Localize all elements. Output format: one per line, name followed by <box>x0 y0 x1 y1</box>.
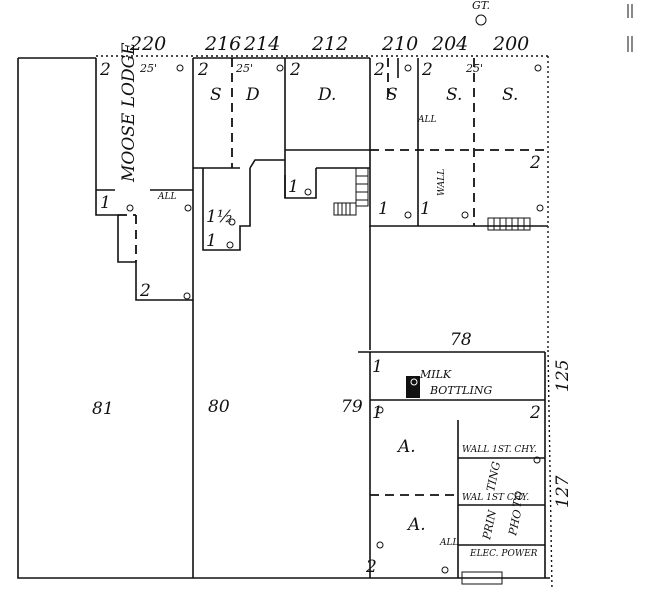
code-d-214: D <box>245 85 260 105</box>
code-s-204: S. <box>446 85 462 105</box>
address-216: 216 <box>204 33 241 55</box>
dim-204: 25' <box>465 62 483 75</box>
stories-204: 2 <box>421 60 433 80</box>
lot-79: 79 <box>341 397 363 417</box>
stories-milk: 1 <box>372 357 383 377</box>
stories-212-rear: 1 <box>288 177 299 197</box>
address-214: 214 <box>243 33 280 55</box>
lot-numbers: 81 80 79 78 125 127 <box>92 330 573 508</box>
elec-power-label: ELEC. POWER <box>469 549 538 559</box>
code-s-210: S <box>386 85 398 105</box>
code-d-212: D. <box>317 85 336 105</box>
lot-78: 78 <box>450 330 472 350</box>
address-212: 212 <box>311 33 348 55</box>
stories-216-rear: 1 <box>206 231 217 251</box>
wall-chimney-label-2: WAL 1ST CHY. <box>462 493 529 503</box>
stories-216-half: 1½ <box>206 207 233 227</box>
wall-label: WALL <box>437 169 447 196</box>
loading-dock <box>487 217 531 231</box>
address-210: 210 <box>381 33 418 55</box>
edge-ticks <box>627 4 633 52</box>
stories-a-upper: 1 <box>372 403 383 423</box>
lot-lines <box>192 226 371 578</box>
code-s-216: S <box>210 85 222 105</box>
story-counts: 2 2 2 2 2 2 2 1 1 2 2 1 1 1½ 1 1 1 25' 2… <box>99 60 541 577</box>
lot-80: 80 <box>208 397 230 417</box>
stories-204-rear: 1 <box>420 199 431 219</box>
photo-label-b: TO <box>510 490 526 509</box>
code-a-lower: A. <box>406 515 426 535</box>
dim-220: 25' <box>139 62 157 75</box>
printing-label-a: PRIN <box>480 509 499 542</box>
block-outline <box>17 55 553 591</box>
street-numbers: 220 216 214 212 210 204 200 <box>129 33 529 55</box>
gt-marker: GT. <box>472 0 490 26</box>
stories-200-rear: 2 <box>529 153 541 173</box>
occupancy-codes: S D D. S S. S. A. A. ALL ALL ALL <box>157 85 518 548</box>
photo-label-a: PHO <box>506 508 524 537</box>
milk-label: MILK <box>419 368 452 381</box>
code-all-moose: ALL <box>157 192 176 202</box>
stories-moose-rear: 2 <box>139 281 151 301</box>
stair-symbol <box>333 167 369 216</box>
moose-lodge-label: MOOSE LODGE <box>119 42 139 183</box>
stories-moose-side: 1 <box>100 193 111 213</box>
lot-127: 127 <box>553 475 573 508</box>
wall-chimney-label: WALL 1ST. CHY. <box>462 445 537 455</box>
address-220: 220 <box>129 33 166 55</box>
stories-a-lower: 2 <box>365 557 377 577</box>
code-s-200: S. <box>502 85 518 105</box>
dim-214: 25' <box>235 62 253 75</box>
buildings-210-200 <box>369 58 548 231</box>
printing-label-b: TING <box>484 460 503 492</box>
gt-label: GT. <box>472 0 490 12</box>
stories-a-right: 2 <box>529 403 541 423</box>
code-a-upper: A. <box>396 437 416 457</box>
lot-125: 125 <box>553 360 573 392</box>
stories-210: 2 <box>373 60 385 80</box>
address-204: 204 <box>431 33 468 55</box>
stories-216: 2 <box>197 60 209 80</box>
code-all-a: ALL <box>439 538 458 548</box>
address-200: 200 <box>492 33 529 55</box>
stories-220: 2 <box>99 60 111 80</box>
moose-lodge-building <box>95 58 194 301</box>
milk-bottling-building <box>358 351 546 585</box>
lot-81: 81 <box>92 399 114 419</box>
building-labels: MOOSE LODGE MILK BOTTLING PRIN TING PHO … <box>119 42 538 559</box>
stories-210-rear: 1 <box>378 199 389 219</box>
bottling-label: BOTTLING <box>429 384 492 397</box>
code-all-210: ALL <box>417 115 436 125</box>
buildings-216-212 <box>193 57 370 251</box>
stories-212: 2 <box>289 60 301 80</box>
